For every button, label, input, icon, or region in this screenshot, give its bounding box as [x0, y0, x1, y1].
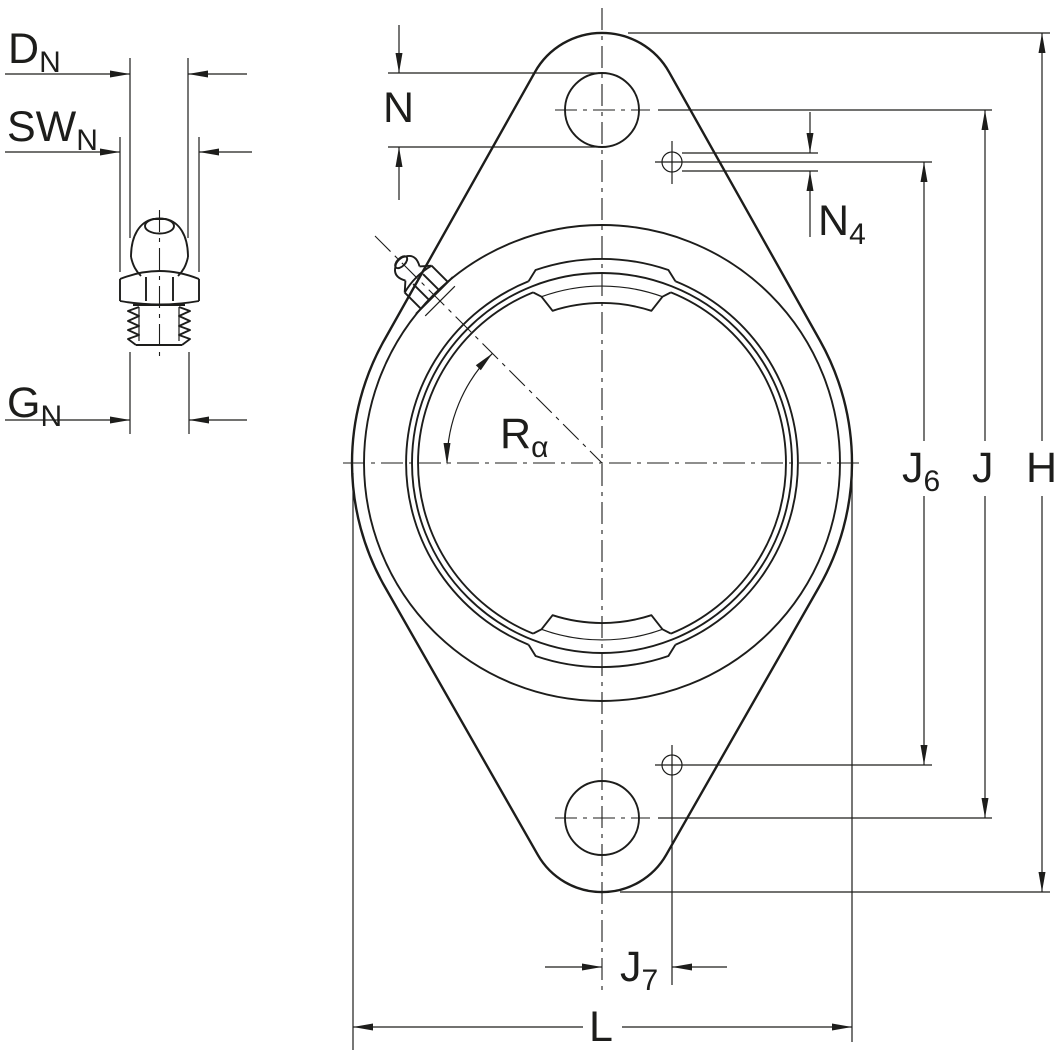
arrowhead	[395, 147, 403, 167]
bearing-slot-bottom	[527, 614, 677, 669]
ring-inner-arc-right	[670, 291, 787, 635]
nipple-thread-right	[178, 306, 191, 346]
bearing-slot-top	[527, 257, 677, 312]
dimension-J: J	[658, 109, 994, 819]
arrowhead	[832, 1023, 852, 1031]
bolt-hole-bottom	[564, 780, 640, 856]
arrowhead	[100, 148, 120, 156]
arrowhead	[806, 133, 814, 153]
dimension-SWN: SWN	[5, 103, 252, 272]
seat-outer-arc-left	[405, 280, 529, 646]
nipple-thread-left	[127, 306, 140, 346]
arrowhead	[1038, 872, 1046, 892]
nipple-axis-centerline	[374, 235, 603, 464]
nipple-neck	[177, 256, 189, 277]
dimension-L: L	[352, 473, 853, 1051]
housing-outline	[350, 31, 854, 894]
arrowhead	[672, 963, 692, 971]
dimension-GN: GN	[5, 352, 247, 434]
label-J7: J7	[620, 943, 658, 997]
rivet-pin-bottom	[655, 745, 932, 985]
arrowhead	[475, 353, 493, 371]
arrowhead	[188, 70, 208, 78]
label-H: H	[1026, 444, 1057, 492]
label-J6: J6	[902, 444, 940, 498]
arrowhead	[920, 162, 928, 182]
seat-outer-arc-right	[675, 280, 799, 646]
flange-housing-view	[343, 8, 932, 990]
arrowhead	[981, 798, 989, 818]
arrowhead	[806, 171, 814, 191]
label-GN: GN	[7, 379, 62, 433]
seat-mid-circle	[411, 272, 793, 654]
label-SWN: SWN	[7, 103, 98, 157]
angle-arc	[446, 352, 493, 464]
arrowhead	[110, 416, 130, 424]
arrowhead	[443, 443, 451, 465]
nipple-neck	[130, 256, 142, 277]
arrowhead	[1038, 33, 1046, 53]
arrowhead	[981, 110, 989, 130]
dimension-J7: J7	[545, 943, 727, 997]
arrowhead	[395, 53, 403, 73]
label-Ralpha: Rα	[500, 410, 548, 464]
label-J: J	[972, 444, 994, 492]
ring-inner-arc-left	[417, 291, 534, 635]
label-N: N	[383, 84, 414, 132]
centerlines	[343, 8, 862, 990]
label-L: L	[589, 1003, 613, 1051]
dimension-N4: N4	[682, 112, 866, 251]
bolt-hole-top	[564, 72, 640, 148]
grease-fitting	[394, 255, 456, 317]
arrowhead	[110, 70, 130, 78]
rivet-pin-top	[655, 141, 932, 184]
dimension-J6: J6	[902, 162, 940, 765]
boss-circle	[363, 224, 841, 702]
dimension-H: H	[620, 32, 1057, 893]
nipple-hex-top	[119, 270, 200, 280]
grease-nipple-detail-view: DN SWN GN	[5, 25, 252, 434]
dimension-Ralpha: Rα	[443, 352, 548, 465]
arrowhead	[199, 148, 219, 156]
dimension-DN: DN	[5, 25, 247, 238]
arrowhead	[582, 963, 602, 971]
grease-nipple-drawing	[119, 210, 200, 362]
dimension-N: N	[383, 25, 597, 200]
arrowhead	[920, 745, 928, 765]
arrowhead	[189, 416, 209, 424]
label-DN: DN	[8, 25, 61, 79]
arrowhead	[353, 1023, 373, 1031]
label-N4: N4	[818, 197, 866, 251]
grease-fitting-ball	[394, 255, 409, 270]
